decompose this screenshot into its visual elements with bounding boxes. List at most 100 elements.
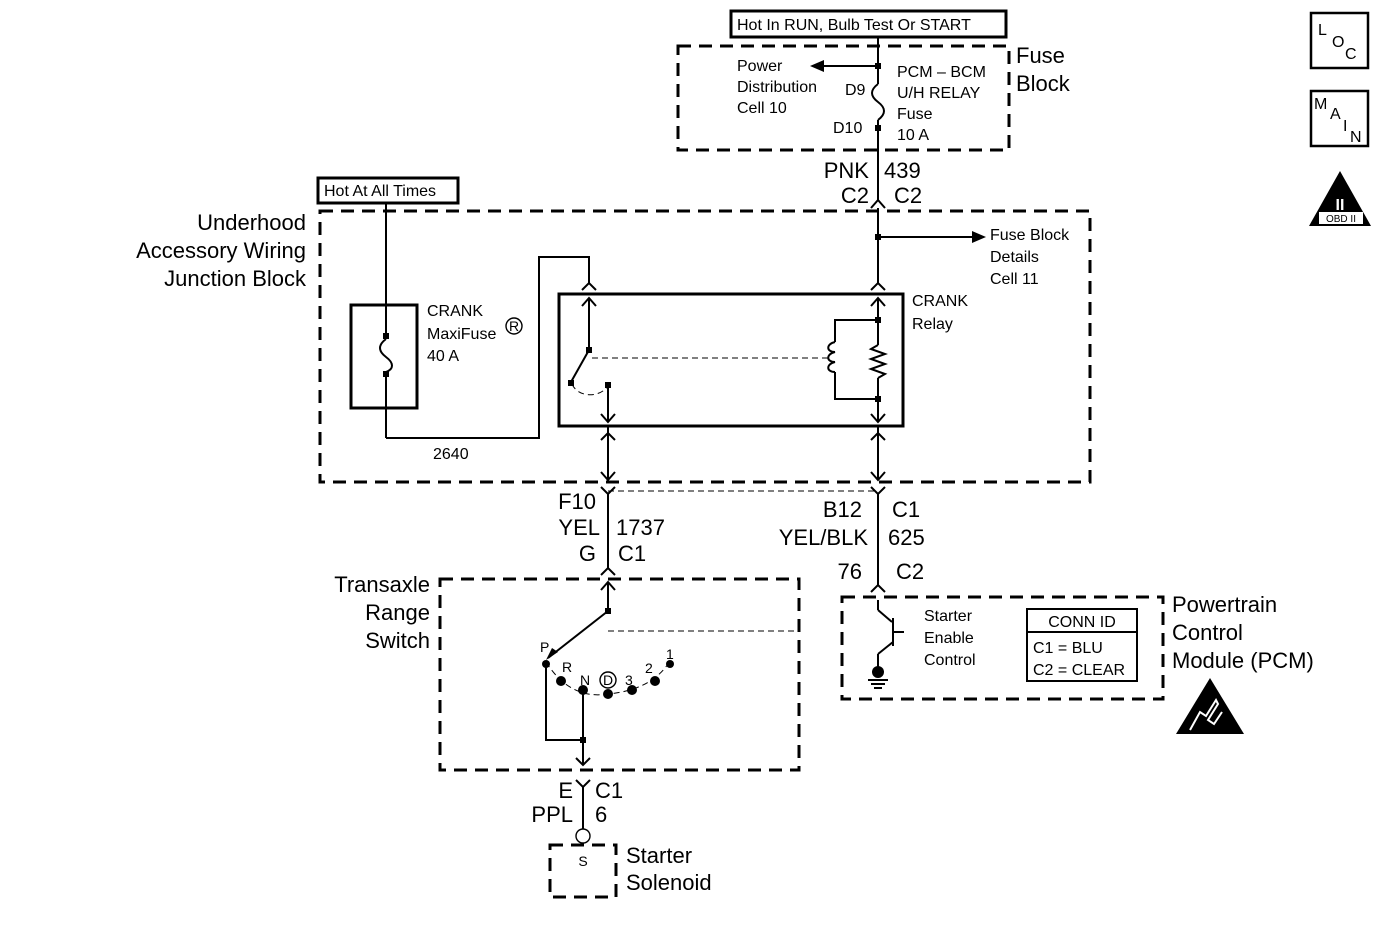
- svg-text:40 A: 40 A: [427, 348, 459, 365]
- svg-text:R: R: [509, 318, 519, 334]
- resistor-icon: [868, 344, 888, 379]
- connector-arrow-icon: [581, 281, 597, 291]
- pin-b12: B12: [823, 497, 862, 522]
- svg-text:II: II: [1336, 197, 1345, 214]
- svg-text:Cell 11: Cell 11: [990, 271, 1039, 288]
- svg-text:Distribution: Distribution: [737, 79, 817, 96]
- range-switch-title: Transaxle: [334, 572, 430, 597]
- svg-text:I: I: [1343, 118, 1347, 135]
- svg-text:2: 2: [645, 660, 653, 676]
- pin-e: E: [558, 778, 573, 803]
- registered-mark-icon: [505, 317, 523, 335]
- crank-relay-box: [557, 292, 905, 428]
- maxifuse-label: CRANK: [427, 303, 483, 320]
- svg-text:Control: Control: [1172, 620, 1243, 645]
- fuse-name-label: PCM – BCM: [897, 64, 986, 81]
- svg-text:C: C: [1345, 46, 1357, 63]
- junction-block-outline: [318, 209, 1092, 484]
- starter-solenoid: S Starter Solenoid: [548, 843, 712, 899]
- svg-text:C1: C1: [595, 778, 623, 803]
- svg-text:A: A: [1330, 106, 1341, 123]
- wire-625-circuit: 625: [888, 525, 925, 550]
- wire-1737-color: YEL: [558, 515, 600, 540]
- circuit-2640: 2640: [433, 446, 469, 463]
- svg-text:M: M: [1314, 96, 1327, 113]
- svg-text:Control: Control: [924, 652, 976, 669]
- svg-text:C2 = CLEAR: C2 = CLEAR: [1033, 662, 1125, 679]
- transaxle-range-switch: Transaxle Range Switch P R N D 3 2 1: [334, 572, 801, 772]
- arrow-right-icon: [972, 231, 986, 243]
- pcm: Powertrain Control Module (PCM) Starter …: [840, 592, 1314, 701]
- ground-icon: [868, 666, 888, 689]
- svg-text:N: N: [1350, 129, 1362, 146]
- svg-text:Accessory Wiring: Accessory Wiring: [136, 238, 306, 263]
- connector-c2-icon: [870, 198, 886, 209]
- hot-in-run-box: [729, 9, 1008, 39]
- svg-text:Junction Block: Junction Block: [164, 266, 307, 291]
- power-distribution-label: Power: [737, 58, 783, 75]
- svg-text:C1: C1: [618, 541, 646, 566]
- svg-text:R: R: [562, 659, 572, 675]
- pin-d9: D9: [845, 82, 866, 99]
- fuse-block-title: Fuse: [1016, 43, 1065, 68]
- pcm-title: Powertrain: [1172, 592, 1277, 617]
- svg-text:10 A: 10 A: [897, 127, 929, 144]
- wire-6: E C1 PPL 6: [531, 778, 623, 844]
- svg-text:C1: C1: [892, 497, 920, 522]
- hot-at-all-times-label: Hot At All Times: [324, 183, 436, 200]
- svg-text:G: G: [579, 541, 596, 566]
- wire-6-circuit: 6: [595, 802, 607, 827]
- fuse-block: Hot In RUN, Bulb Test Or START Fuse Bloc…: [676, 9, 1071, 152]
- svg-text:Details: Details: [990, 249, 1039, 266]
- solenoid-title: Starter: [626, 843, 692, 868]
- svg-text:C2: C2: [896, 559, 924, 584]
- svg-text:OBD II: OBD II: [1326, 214, 1356, 225]
- pcm-outline: [840, 595, 1165, 701]
- svg-text:U/H RELAY: U/H RELAY: [897, 85, 981, 102]
- svg-text:76: 76: [838, 559, 862, 584]
- wire-439: PNK 439 C2 C2: [824, 128, 922, 209]
- relay-switch-contact: [570, 349, 590, 383]
- svg-text:3: 3: [625, 672, 633, 688]
- conn-id-header: CONN ID: [1048, 614, 1116, 631]
- maxifuse-icon: [379, 338, 393, 373]
- solenoid-terminal: S: [578, 853, 587, 869]
- svg-text:C1 = BLU: C1 = BLU: [1033, 640, 1103, 657]
- range-switch-outline: [438, 577, 801, 772]
- underhood-junction-block: Underhood Accessory Wiring Junction Bloc…: [136, 176, 1092, 484]
- svg-text:Module (PCM): Module (PCM): [1172, 648, 1314, 673]
- coil-icon: [827, 341, 836, 373]
- main-icon[interactable]: M A I N: [1309, 89, 1370, 148]
- transistor-icon: [877, 600, 904, 670]
- wire-439-circuit: 439: [884, 158, 921, 183]
- svg-text:MaxiFuse: MaxiFuse: [427, 326, 496, 343]
- svg-text:C2: C2: [894, 183, 922, 208]
- solenoid-outline: [548, 843, 618, 899]
- hot-in-run-label: Hot In RUN, Bulb Test Or START: [737, 17, 971, 34]
- svg-text:Switch: Switch: [365, 628, 430, 653]
- loc-icon[interactable]: L O C: [1309, 11, 1370, 70]
- arrow-left-icon: [810, 60, 824, 72]
- pin-d10: D10: [833, 120, 862, 137]
- svg-text:N: N: [580, 672, 590, 688]
- starter-enable-label: Starter: [924, 608, 973, 625]
- wire-625-color: YEL/BLK: [779, 525, 869, 550]
- wire-439-color: PNK: [824, 158, 870, 183]
- svg-text:D: D: [603, 672, 613, 688]
- svg-text:P: P: [540, 639, 549, 655]
- wire-1737-circuit: 1737: [616, 515, 665, 540]
- conn-id-table: [1026, 608, 1138, 682]
- svg-text:1: 1: [666, 646, 674, 662]
- svg-text:Solenoid: Solenoid: [626, 870, 712, 895]
- range-switch-wiper: [547, 610, 609, 659]
- svg-text:O: O: [1332, 34, 1344, 51]
- svg-text:Cell 10: Cell 10: [737, 100, 787, 117]
- obd-ii-icon[interactable]: II OBD II: [1309, 171, 1371, 226]
- svg-text:Enable: Enable: [924, 630, 974, 647]
- svg-text:Relay: Relay: [912, 316, 953, 333]
- fuse-block-details-ref: Fuse Block: [990, 227, 1070, 244]
- wire-625: B12 C1 YEL/BLK 625 76 C2: [779, 486, 925, 593]
- hot-at-all-times-box: [316, 176, 460, 205]
- junction-block-title: Underhood: [197, 210, 306, 235]
